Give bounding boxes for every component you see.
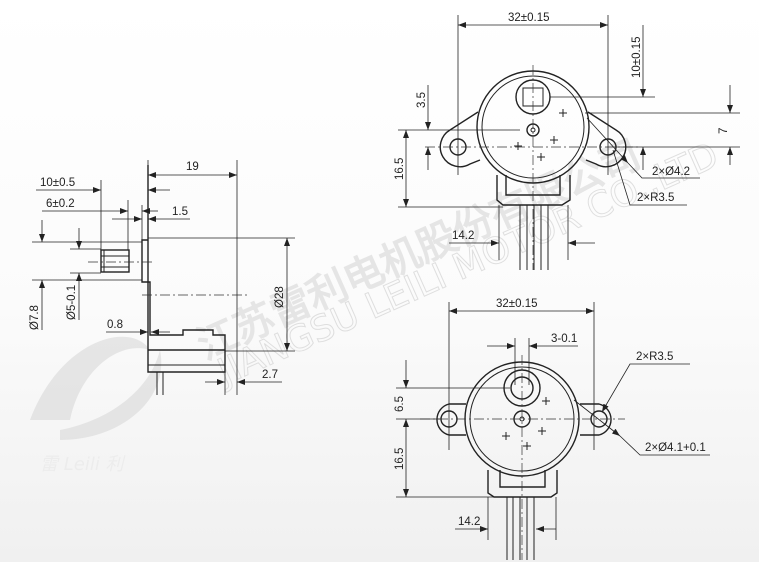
hole-label-bottom: 2×Ø4.1+0.1 [645,442,706,454]
dim-2-7: 2.7 [262,369,278,381]
dim-16-5: 16.5 [394,158,406,180]
top-view: 32±0.15 10±0.15 7 3.5 16.5 14.2 2×Ø4.2 2… [394,12,740,270]
dim-14-2-b: 14.2 [458,516,480,528]
dim-0-8: 0.8 [107,319,123,331]
watermark-company-cn: 江苏雷利电机股份有限公司 [190,132,647,369]
dim-d5: Ø5-0.1 [66,285,78,320]
dim-16-5-b: 16.5 [394,448,406,470]
dim-3-b: 3-0.1 [551,333,577,345]
hole-label-top: 2×Ø4.2 [652,166,690,178]
dim-32-b: 32±0.15 [496,298,538,310]
dim-1-5: 1.5 [172,206,188,218]
svg-text:雷 Leili 利: 雷 Leili 利 [40,454,127,475]
dim-d7-8: Ø7.8 [29,305,41,330]
dim-32: 32±0.15 [508,12,550,24]
dim-19: 19 [186,161,199,173]
leili-logo: 雷 Leili 利 [30,336,162,475]
dim-10-015: 10±0.15 [631,37,643,79]
dim-14-2: 14.2 [452,230,474,242]
dim-10: 10±0.5 [40,177,75,189]
side-view: 19 10±0.5 6±0.2 1.5 Ø7.8 Ø5-0.1 Ø28 0.8 … [29,160,295,395]
screw-marks [514,109,567,161]
radius-label-bottom: 2×R3.5 [636,351,673,363]
dim-7: 7 [718,128,730,134]
bottom-view: 32±0.15 3-0.1 6.5 16.5 14.2 2×R3.5 2×Ø4.… [394,298,710,560]
dim-6: 6±0.2 [46,198,75,210]
radius-label-top: 2×R3.5 [637,192,674,204]
dim-6-5: 6.5 [394,396,406,412]
watermark: 雷 Leili 利 江苏雷利电机股份有限公司 JIANGSU LEILI MOT… [30,132,725,475]
side-shaft [100,249,130,273]
dim-d28: Ø28 [274,286,286,308]
dim-3-5: 3.5 [416,92,428,108]
